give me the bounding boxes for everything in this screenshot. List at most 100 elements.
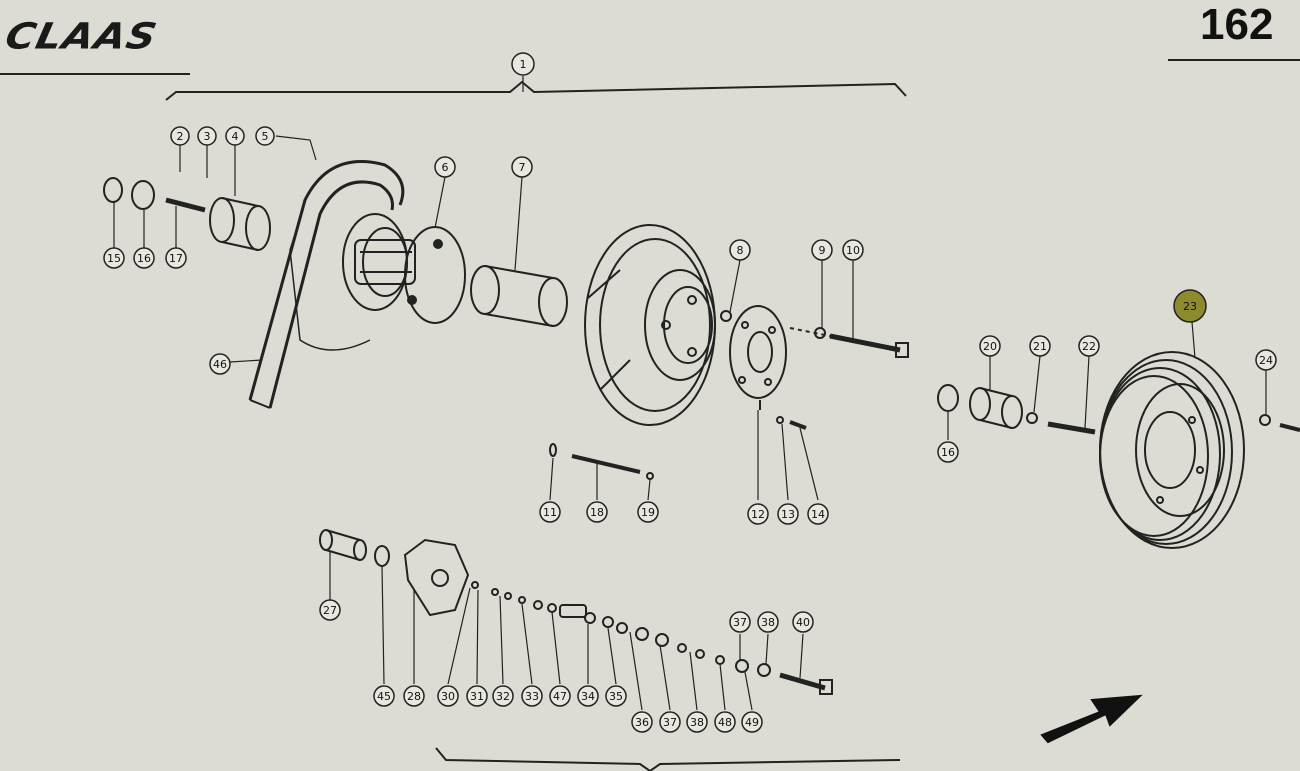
svg-text:21: 21 [1033,340,1047,353]
svg-text:23: 23 [1183,300,1197,313]
callout-16b: 16 [937,441,959,463]
callout-35: 35 [605,685,627,707]
svg-text:6: 6 [442,161,449,174]
callout-34: 34 [577,685,599,707]
svg-text:48: 48 [718,716,732,729]
callout-2: 2 [170,126,190,146]
callout-45: 45 [373,685,395,707]
svg-text:16: 16 [941,446,955,459]
page-number: 162 [1200,0,1274,49]
svg-text:2: 2 [177,130,184,143]
callout-36: 36 [631,711,653,733]
group-brace-bottom [435,747,651,771]
callout-12: 12 [747,503,769,525]
callout-15: 15 [103,247,125,269]
svg-text:22: 22 [1082,340,1096,353]
callout-7: 7 [511,156,533,178]
callout-9: 9 [811,239,833,261]
group-brace-bottom-right [649,759,901,771]
leader-lines [113,76,1267,711]
svg-text:36: 36 [635,716,649,729]
svg-text:32: 32 [496,690,510,703]
left-small-parts [103,177,271,251]
callout-46: 46 [209,353,231,375]
svg-text:34: 34 [581,690,595,703]
svg-text:27: 27 [323,604,337,617]
svg-text:46: 46 [213,358,227,371]
callout-32: 32 [492,685,514,707]
svg-text:11: 11 [543,506,557,519]
svg-text:47: 47 [553,690,567,703]
bottom-assembly [319,529,833,695]
callout-23: 23 [1173,289,1207,323]
svg-text:49: 49 [745,716,759,729]
v-belt [248,160,405,409]
variator-hub [342,213,443,311]
svg-text:7: 7 [519,161,526,174]
bolt-9-10 [789,327,909,358]
callout-4: 4 [225,126,245,146]
svg-text:37: 37 [663,716,677,729]
svg-text:9: 9 [819,244,826,257]
svg-text:33: 33 [525,690,539,703]
callout-14: 14 [807,503,829,525]
callout-27: 27 [319,599,341,621]
svg-text:8: 8 [737,244,744,257]
callout-6: 6 [434,156,456,178]
callout-5: 5 [255,126,275,146]
svg-text:20: 20 [983,340,997,353]
svg-text:18: 18 [590,506,604,519]
svg-text:38: 38 [690,716,704,729]
callout-13: 13 [777,503,799,525]
callout-19: 19 [637,501,659,523]
callout-11: 11 [539,501,561,523]
svg-text:37: 37 [733,616,747,629]
shaft-parts-11-18-19 [549,443,654,480]
callout-1: 1 [511,52,535,76]
svg-text:30: 30 [441,690,455,703]
small-parts-12-13-14 [759,400,807,430]
svg-text:5: 5 [262,130,269,143]
svg-text:14: 14 [811,508,825,521]
svg-text:45: 45 [377,690,391,703]
bushing-sleeve [470,265,568,327]
callout-47: 47 [549,685,571,707]
callout-30: 30 [437,685,459,707]
svg-text:3: 3 [204,130,211,143]
callout-20: 20 [979,335,1001,357]
callout-3: 3 [197,126,217,146]
direction-arrow-icon [1040,694,1143,744]
callout-48: 48 [714,711,736,733]
svg-text:4: 4 [232,130,239,143]
grooved-pulley [1099,351,1300,549]
callout-49: 49 [741,711,763,733]
callout-38b: 38 [757,611,779,633]
callout-18: 18 [586,501,608,523]
svg-text:31: 31 [470,690,484,703]
svg-text:1: 1 [520,58,527,71]
pulley-disc [584,224,716,426]
callout-28: 28 [403,685,425,707]
svg-text:28: 28 [407,690,421,703]
callout-24: 24 [1255,349,1277,371]
svg-text:17: 17 [169,252,183,265]
right-small-parts [937,384,1096,435]
callout-38a: 38 [686,711,708,733]
svg-text:16: 16 [137,252,151,265]
callout-8: 8 [729,239,751,261]
callout-37b: 37 [729,611,751,633]
svg-text:40: 40 [796,616,810,629]
callout-31: 31 [466,685,488,707]
svg-text:10: 10 [846,244,860,257]
svg-text:12: 12 [751,508,765,521]
svg-text:35: 35 [609,690,623,703]
svg-text:13: 13 [781,508,795,521]
callout-21: 21 [1029,335,1051,357]
callout-40: 40 [792,611,814,633]
svg-text:24: 24 [1259,354,1273,367]
group-brace-top [165,80,907,101]
washer-8 [720,310,732,322]
svg-text:15: 15 [107,252,121,265]
